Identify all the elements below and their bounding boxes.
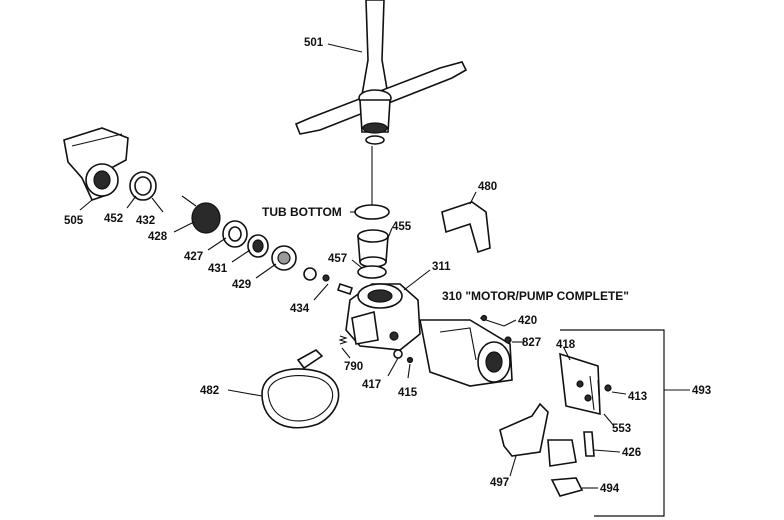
part-553-springs xyxy=(589,375,601,413)
part-455-collar xyxy=(357,229,389,268)
label-428: 428 xyxy=(148,231,168,243)
label-432: 432 xyxy=(136,215,155,227)
part-790-spring xyxy=(338,335,348,345)
part-428-impeller xyxy=(181,195,221,234)
leader-lines xyxy=(79,43,627,489)
part-426-pin xyxy=(583,431,595,457)
label-429: 429 xyxy=(232,279,251,291)
part-434-fasteners xyxy=(303,267,354,296)
part-827-screw xyxy=(504,336,512,344)
label-505: 505 xyxy=(64,215,84,227)
label-427: 427 xyxy=(184,251,203,263)
part-417-nut xyxy=(393,349,403,359)
part-310-motor xyxy=(419,319,513,387)
part-480-cover xyxy=(441,201,491,254)
label-434: 434 xyxy=(290,303,310,315)
part-311-pump-body xyxy=(345,283,421,351)
label-418: 418 xyxy=(556,339,576,351)
part-501-spray-arm xyxy=(294,0,468,145)
label-553: 553 xyxy=(612,423,631,435)
group-bracket-493 xyxy=(560,329,690,517)
part-452-clamp xyxy=(129,171,157,201)
label-497: 497 xyxy=(490,477,509,489)
label-431: 431 xyxy=(208,263,228,275)
label-420: 420 xyxy=(518,315,537,327)
label-311: 311 xyxy=(432,261,451,273)
part-431-ring xyxy=(247,234,269,258)
label-417: 417 xyxy=(362,379,381,391)
label-457: 457 xyxy=(328,253,347,265)
part-457-ring xyxy=(357,265,387,279)
label-790: 790 xyxy=(344,361,363,373)
label-452: 452 xyxy=(104,213,123,225)
part-tub-bottom-gasket xyxy=(354,146,390,220)
part-413-screw xyxy=(604,384,612,392)
part-497-bracket xyxy=(499,402,577,467)
label-480: 480 xyxy=(478,181,497,193)
label-426: 426 xyxy=(622,447,641,459)
label-482: 482 xyxy=(200,385,219,397)
part-415-screw xyxy=(406,356,414,364)
label-493: 493 xyxy=(692,385,711,397)
label-tub-bottom: TUB BOTTOM xyxy=(262,205,342,219)
label-501: 501 xyxy=(304,37,324,49)
part-494-clip xyxy=(550,477,584,497)
label-494: 494 xyxy=(600,483,620,495)
label-415: 415 xyxy=(398,387,418,399)
part-505-housing xyxy=(63,127,129,201)
part-427-ring xyxy=(222,220,248,248)
label-motor-pump: 310 "MOTOR/PUMP COMPLETE" xyxy=(442,289,629,303)
part-420-clip xyxy=(479,314,505,327)
part-482-hose xyxy=(261,349,340,429)
label-827: 827 xyxy=(522,337,541,349)
label-455: 455 xyxy=(392,221,412,233)
label-413: 413 xyxy=(628,391,647,403)
part-418-plate xyxy=(559,352,601,416)
part-429-seal xyxy=(271,245,297,271)
